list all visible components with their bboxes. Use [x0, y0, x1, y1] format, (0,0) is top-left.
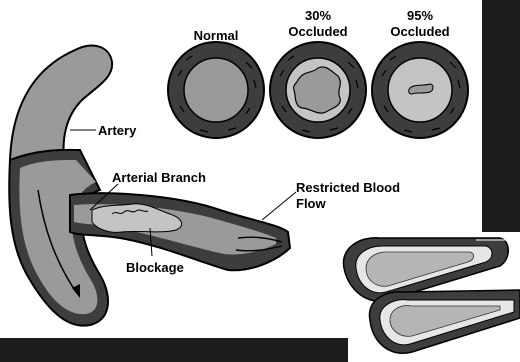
cross-section-30 — [270, 42, 366, 138]
label-30-occluded: Occluded — [288, 24, 347, 39]
label-artery: Artery — [98, 123, 137, 138]
right-dark-panel — [482, 0, 520, 232]
cross-section-95 — [372, 42, 468, 138]
vessel-3d-closeup — [343, 236, 520, 353]
label-30-percent: 30% — [305, 8, 331, 23]
restricted-leader — [262, 192, 296, 220]
artery-upper — [10, 46, 112, 160]
bottom-dark-panel — [0, 338, 348, 362]
label-arterial-branch: Arterial Branch — [112, 170, 206, 185]
label-blockage: Blockage — [126, 260, 184, 275]
artery-lower-lumen — [19, 160, 97, 314]
label-95-occluded: Occluded — [390, 24, 449, 39]
label-restricted-line2: Flow — [296, 196, 326, 211]
label-95-percent: 95% — [407, 8, 433, 23]
cross-section-normal — [168, 42, 264, 138]
label-restricted-line1: Restricted Blood — [296, 180, 400, 195]
label-normal: Normal — [194, 28, 239, 43]
